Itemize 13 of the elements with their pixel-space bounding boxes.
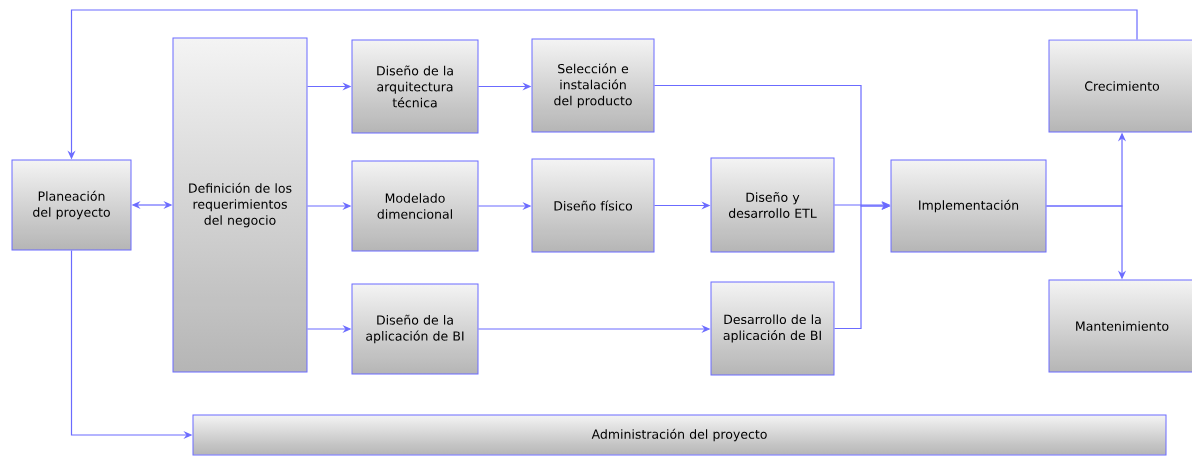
process-box: Mantenimiento (1048, 279, 1192, 373)
process-box: Diseño y desarrollo ETL (710, 157, 835, 253)
process-box: Selección e instalación del producto (531, 38, 655, 133)
process-box: Diseño de la aplicación de BI (351, 283, 479, 375)
process-box: Definición de los requerimientos del negocio (172, 37, 308, 373)
process-box: Implementación (890, 159, 1047, 253)
process-box: Desarrollo de la aplicación de BI (710, 281, 835, 376)
process-box: Administración del proyecto (192, 414, 1167, 456)
process-box: Crecimiento (1048, 39, 1192, 133)
process-box: Diseño físico (531, 158, 655, 253)
process-box: Modelado dimencional (351, 160, 479, 252)
process-box: Planeación del proyecto (11, 159, 132, 251)
process-box: Diseño de la arquitectura técnica (351, 39, 479, 134)
